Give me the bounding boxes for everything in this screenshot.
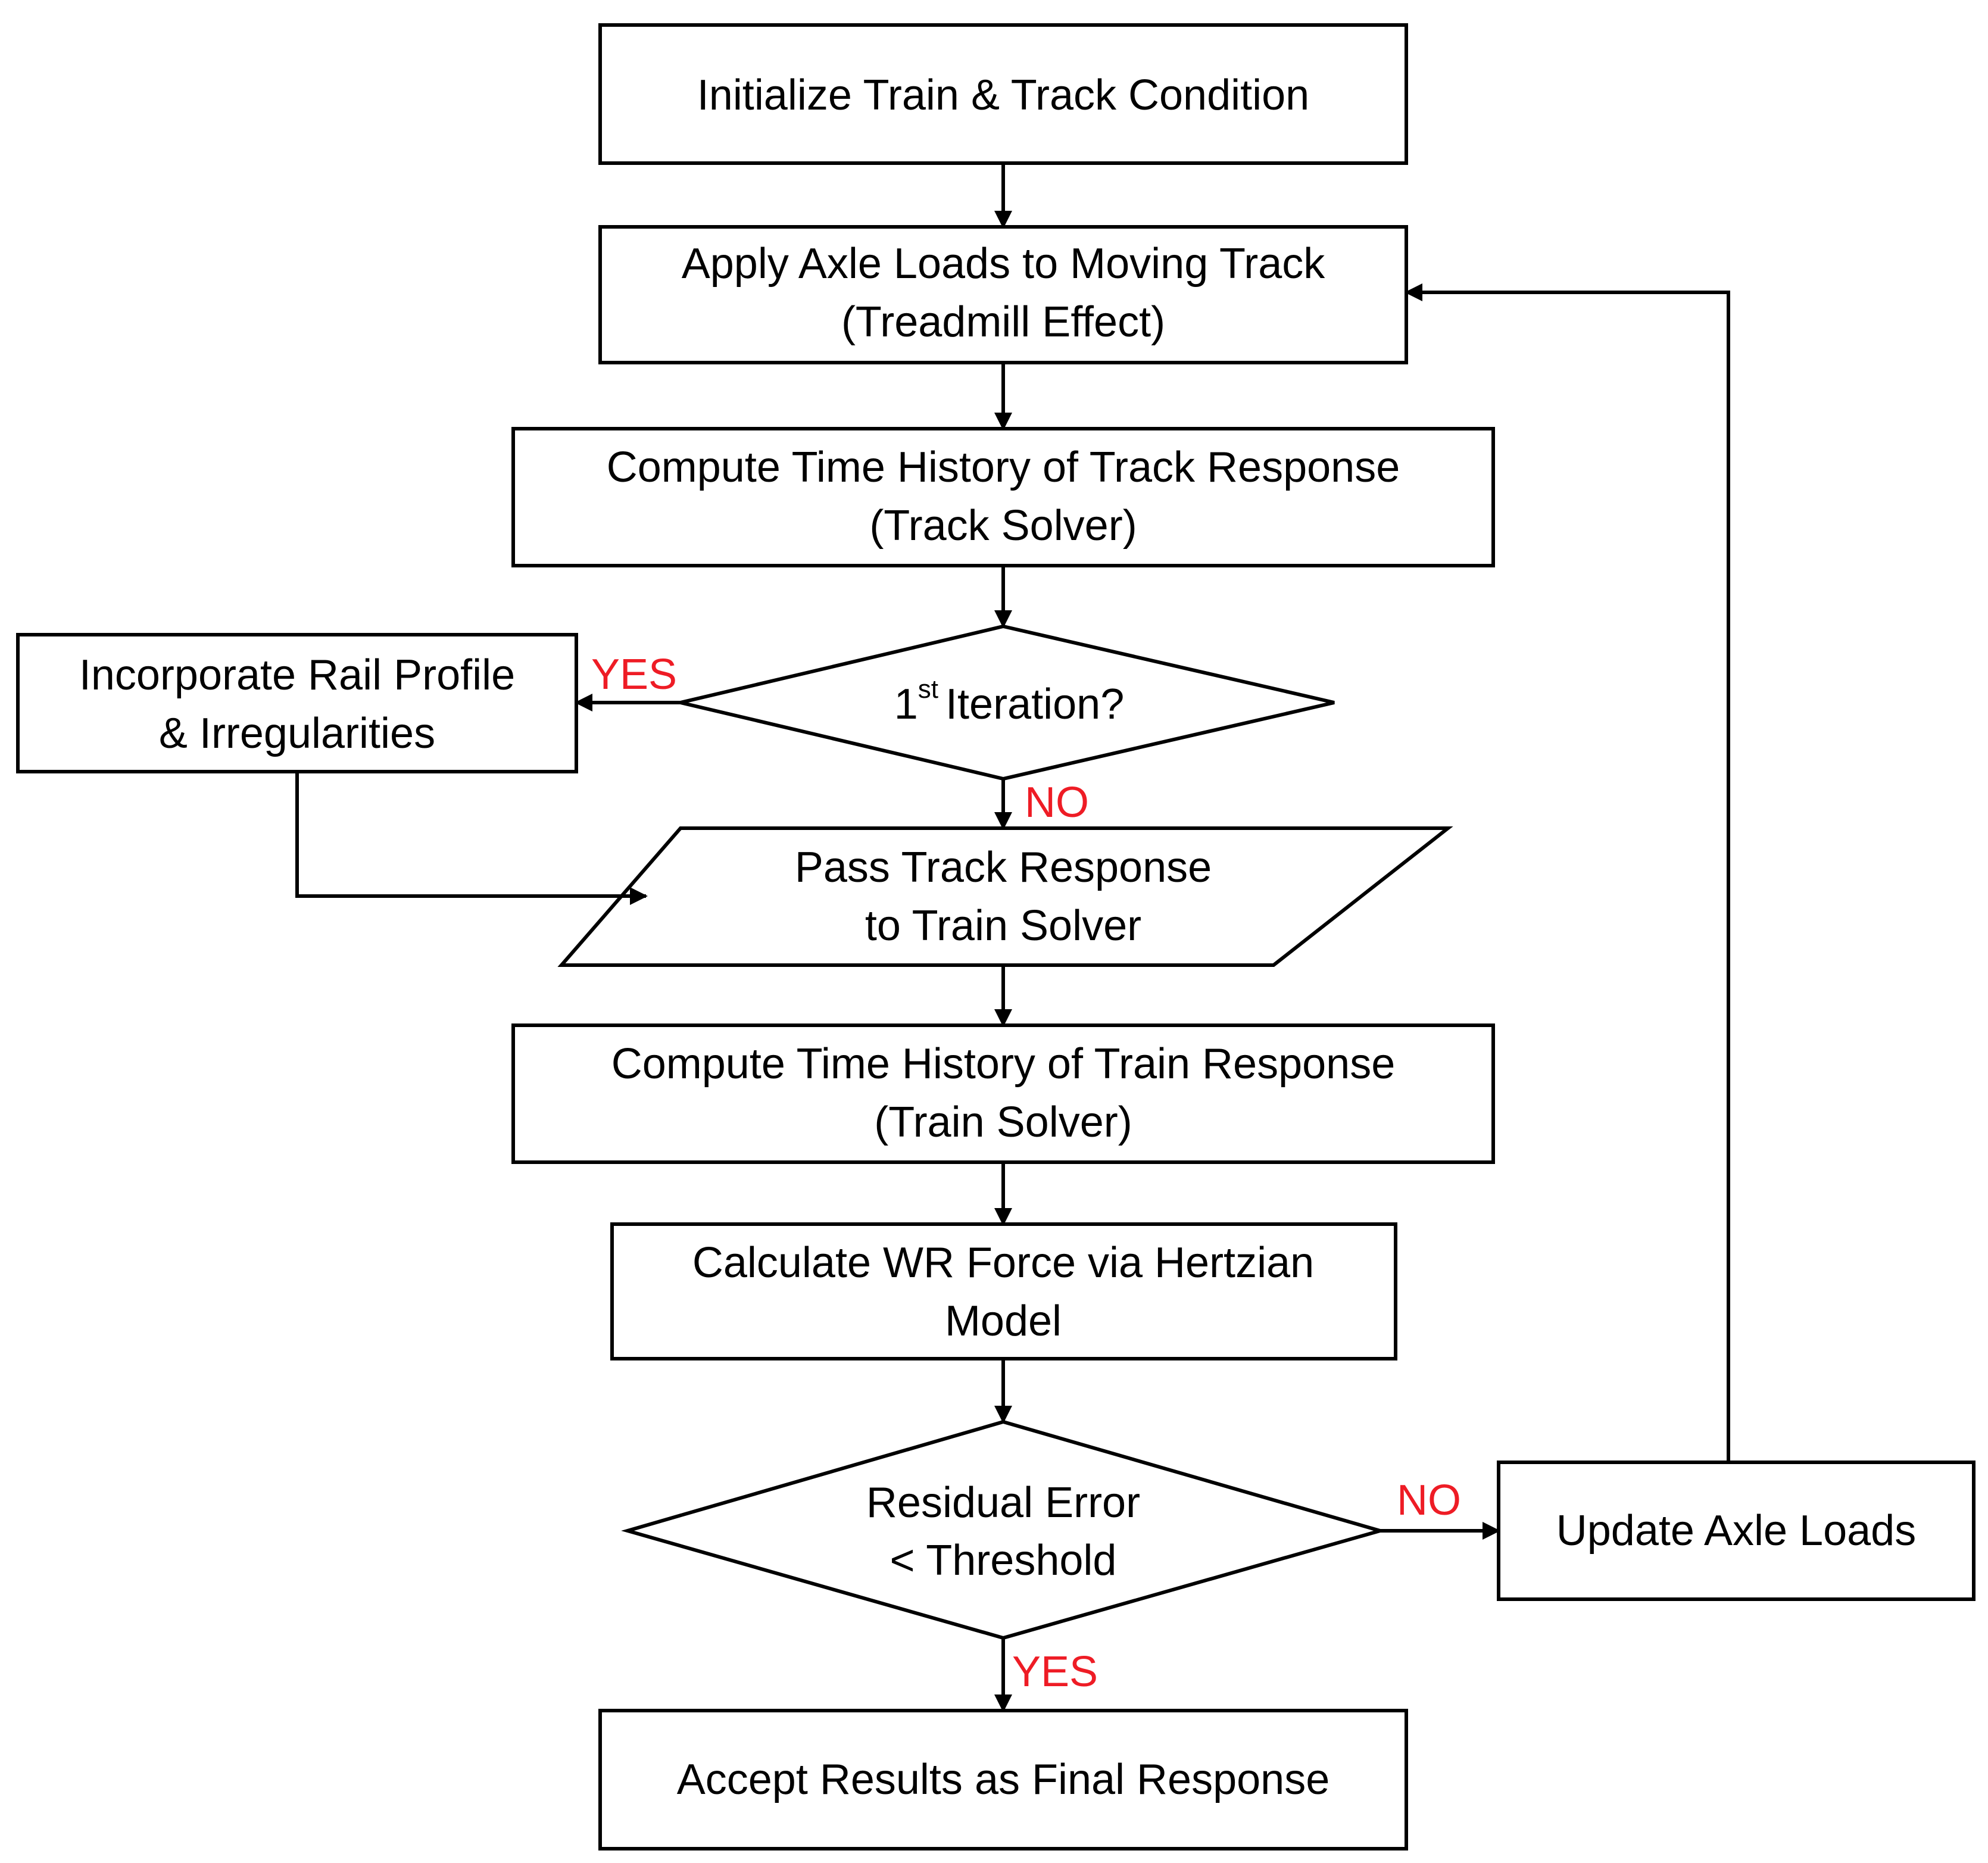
node-track-response-line-1: Compute Time History of Track Response (607, 444, 1400, 491)
node-apply-axle-loads-line-2: (Treadmill Effect) (841, 298, 1165, 346)
branch-label-first-iteration-no: NO (1025, 779, 1089, 826)
node-train-response-line-2: (Train Solver) (874, 1099, 1132, 1146)
node-first-iteration-text: Iteration? (945, 681, 1124, 728)
node-update-axle-loads-label: Update Axle Loads (1556, 1507, 1916, 1555)
node-train-response: Compute Time History of Train Response (… (511, 1023, 1495, 1164)
node-incorporate-rail: Incorporate Rail Profile & Irregularitie… (16, 633, 578, 773)
node-wr-force-line-1: Calculate WR Force via Hertzian (692, 1239, 1314, 1287)
node-residual-error-line-1: Residual Error (866, 1479, 1140, 1527)
node-track-response: Compute Time History of Track Response (… (511, 427, 1495, 567)
node-residual-error-line-2: < Threshold (890, 1537, 1117, 1584)
node-first-iteration-prefix: 1 (894, 681, 918, 728)
edge-update-to-apply (1405, 283, 1730, 1462)
branch-label-residual-yes: YES (1012, 1648, 1098, 1696)
node-pass-track-response-line-2: to Train Solver (865, 902, 1141, 950)
node-update-axle-loads: Update Axle Loads (1497, 1461, 1975, 1601)
node-pass-track-response-line-1: Pass Track Response (795, 844, 1212, 891)
node-incorporate-rail-line-2: & Irregularities (159, 710, 435, 757)
node-residual-error: Residual Error < Threshold (621, 1419, 1387, 1640)
branch-label-first-iteration-yes: YES (591, 651, 677, 698)
node-accept-results: Accept Results as Final Response (598, 1709, 1408, 1850)
node-initialize: Initialize Train & Track Condition (598, 23, 1408, 165)
node-accept-results-label: Accept Results as Final Response (677, 1756, 1330, 1803)
node-initialize-label: Initialize Train & Track Condition (697, 71, 1309, 119)
node-incorporate-rail-line-1: Incorporate Rail Profile (79, 651, 515, 699)
node-train-response-line-1: Compute Time History of Train Response (611, 1040, 1396, 1088)
node-apply-axle-loads-line-1: Apply Axle Loads to Moving Track (682, 240, 1326, 288)
node-wr-force-line-2: Model (945, 1297, 1062, 1345)
node-pass-track-response: Pass Track Response to Train Solver (557, 826, 1453, 967)
node-apply-axle-loads: Apply Axle Loads to Moving Track (Treadm… (598, 225, 1408, 364)
node-track-response-line-2: (Track Solver) (869, 502, 1137, 550)
edge-incorporate-to-pass (295, 772, 648, 905)
node-wr-force: Calculate WR Force via Hertzian Model (610, 1222, 1397, 1360)
branch-label-residual-no: NO (1397, 1477, 1461, 1524)
node-first-iteration-superscript: st (918, 675, 938, 704)
